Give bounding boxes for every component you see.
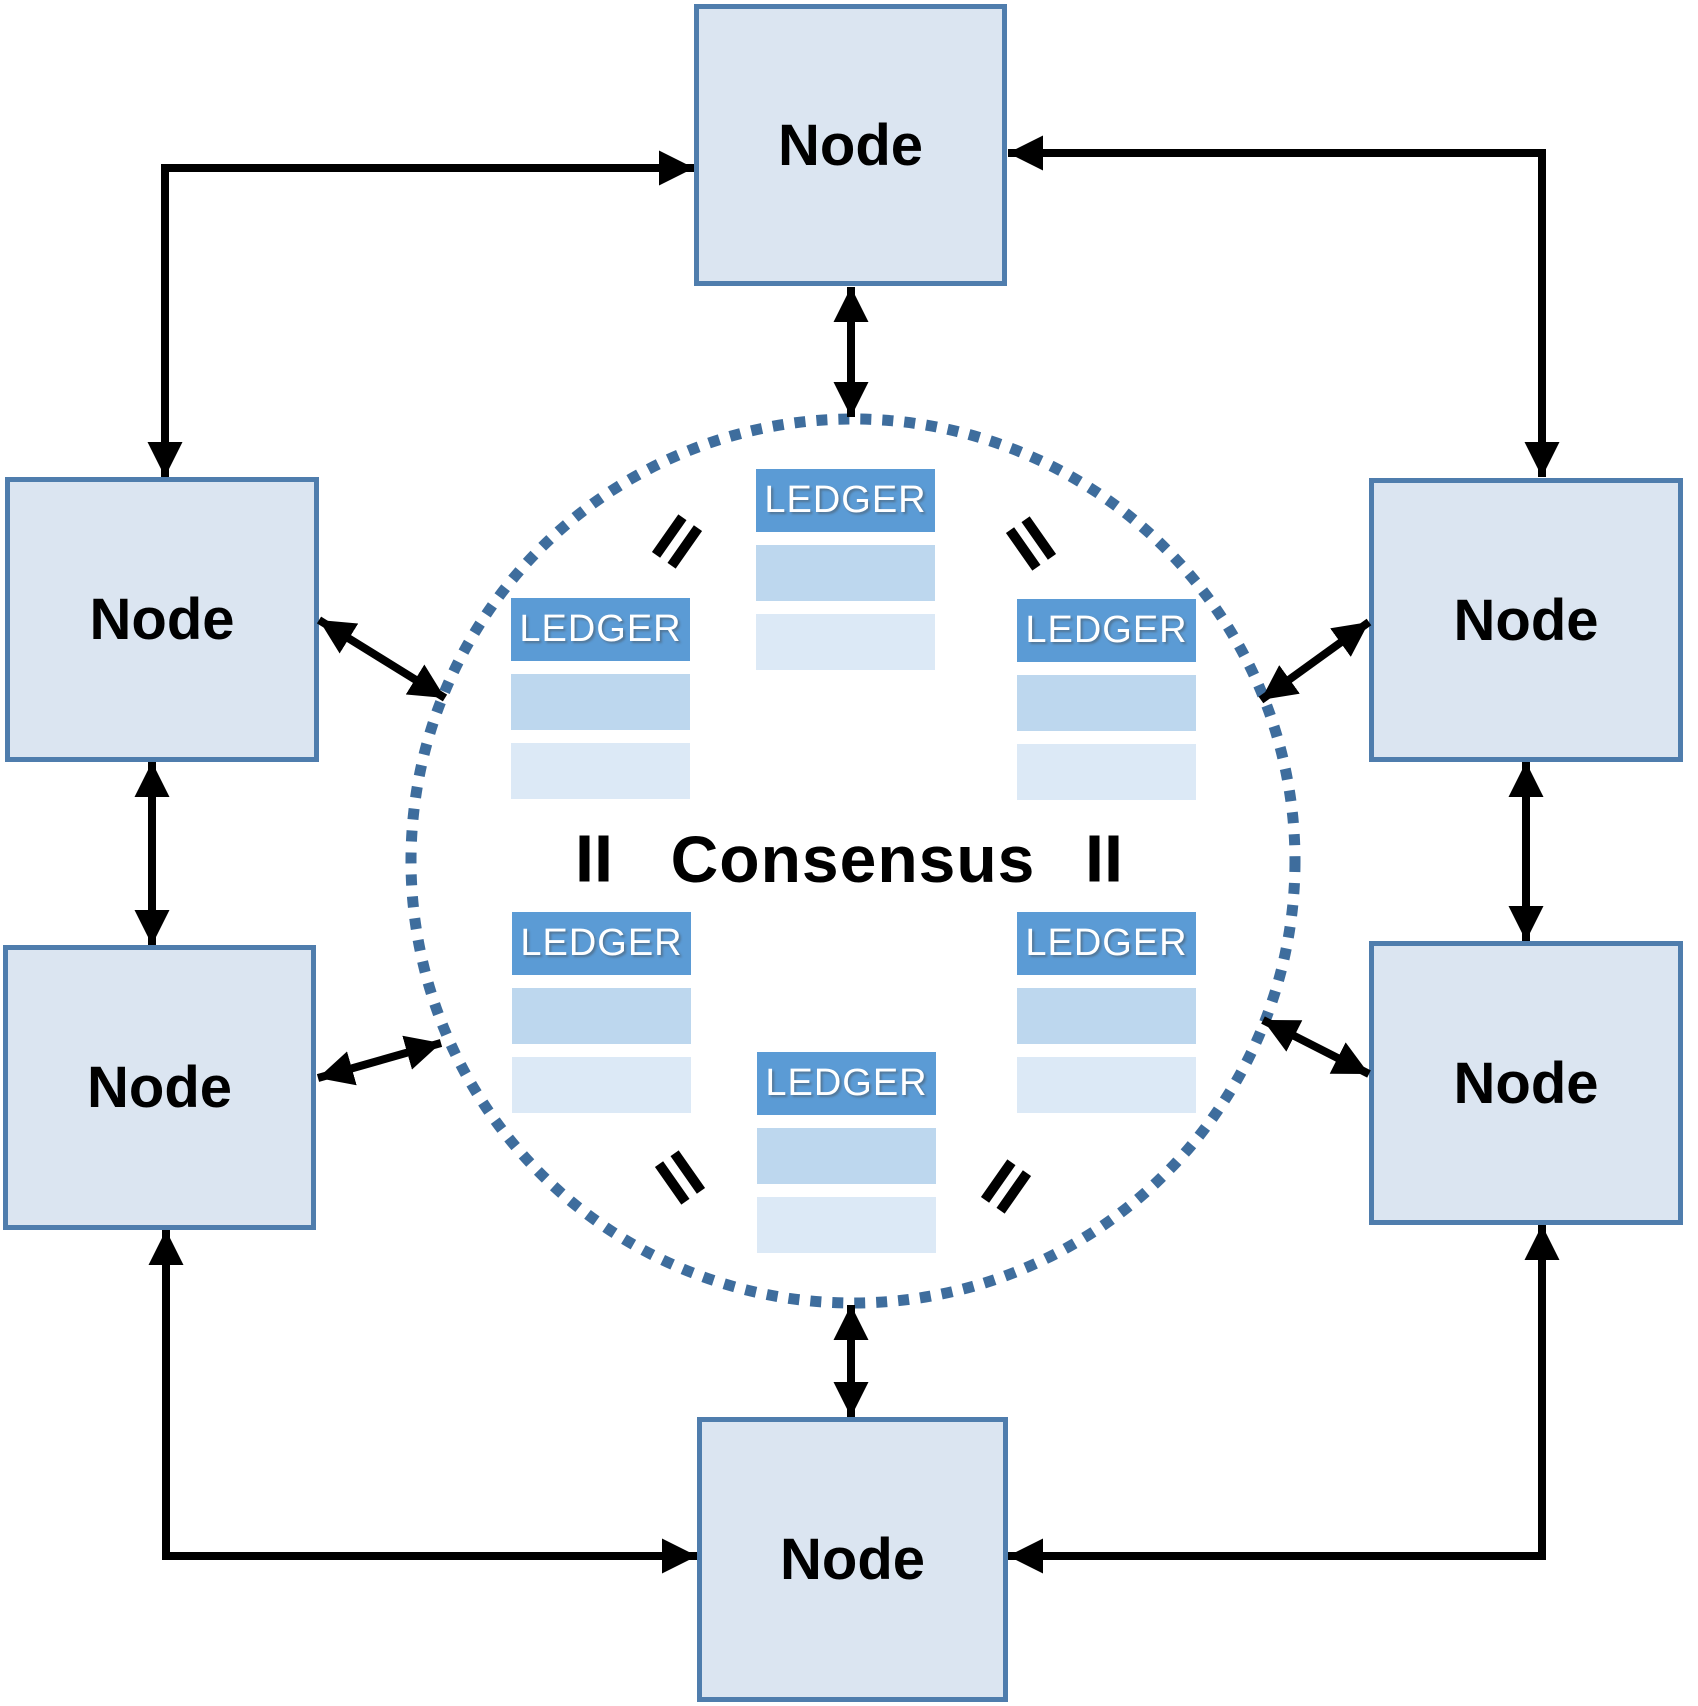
node-left-upper: Node [5, 477, 319, 762]
node-label: Node [89, 587, 235, 652]
equals-icon [1005, 516, 1057, 571]
ledger-header: LEDGER [756, 469, 935, 532]
ledger-upper-left: LEDGER [511, 598, 690, 812]
ledger-lower-right: LEDGER [1017, 912, 1196, 1126]
arrow-left-lower-node-circle [316, 1035, 443, 1086]
equals-icon [651, 514, 703, 569]
arrow-right-lower-node-circle [1261, 1016, 1371, 1078]
ledger-row [1017, 744, 1196, 800]
consensus-label: Consensus [670, 822, 1036, 896]
ledger-row [511, 674, 690, 730]
ledger-header: LEDGER [511, 598, 690, 661]
ledger-row [511, 743, 690, 799]
ledger-row [756, 614, 935, 670]
ledger-header: LEDGER [757, 1052, 936, 1115]
ledger-top-center: LEDGER [756, 469, 935, 683]
ledger-row [512, 988, 691, 1044]
ledger-header: LEDGER [512, 912, 691, 975]
ledger-upper-right: LEDGER [1017, 599, 1196, 813]
ledger-row [512, 1057, 691, 1113]
node-right-lower: Node [1369, 941, 1683, 1225]
equals-icon [654, 1150, 706, 1205]
ledger-row [757, 1197, 936, 1253]
ledger-row [1017, 675, 1196, 731]
ledger-row [1017, 1057, 1196, 1113]
node-top: Node [694, 4, 1007, 286]
node-label: Node [1453, 587, 1599, 653]
node-label: Node [1453, 1050, 1599, 1116]
node-label: Node [778, 112, 923, 178]
ledger-header: LEDGER [1017, 599, 1196, 662]
ledger-row [756, 545, 935, 601]
node-right-upper: Node [1369, 478, 1683, 762]
arrow-elbow-bottom-right [1008, 1225, 1560, 1574]
arrow-elbow-top-left [147, 150, 694, 477]
ledger-lower-left: LEDGER [512, 912, 691, 1126]
arrow-elbow-bottom-left [148, 1230, 697, 1574]
arrow-left-upper-node-circle [316, 616, 448, 702]
ledger-row [1017, 988, 1196, 1044]
equals-icon [980, 1159, 1032, 1214]
node-left-lower: Node [3, 945, 316, 1230]
ledger-header: LEDGER [1017, 912, 1196, 975]
node-bottom: Node [697, 1417, 1008, 1702]
node-label: Node [87, 1055, 232, 1120]
ledger-bottom-center: LEDGER [757, 1052, 936, 1266]
node-label: Node [780, 1527, 925, 1592]
arrow-elbow-top-right [1008, 135, 1560, 477]
arrow-right-upper-node-circle [1258, 618, 1372, 704]
ledger-row [757, 1128, 936, 1184]
